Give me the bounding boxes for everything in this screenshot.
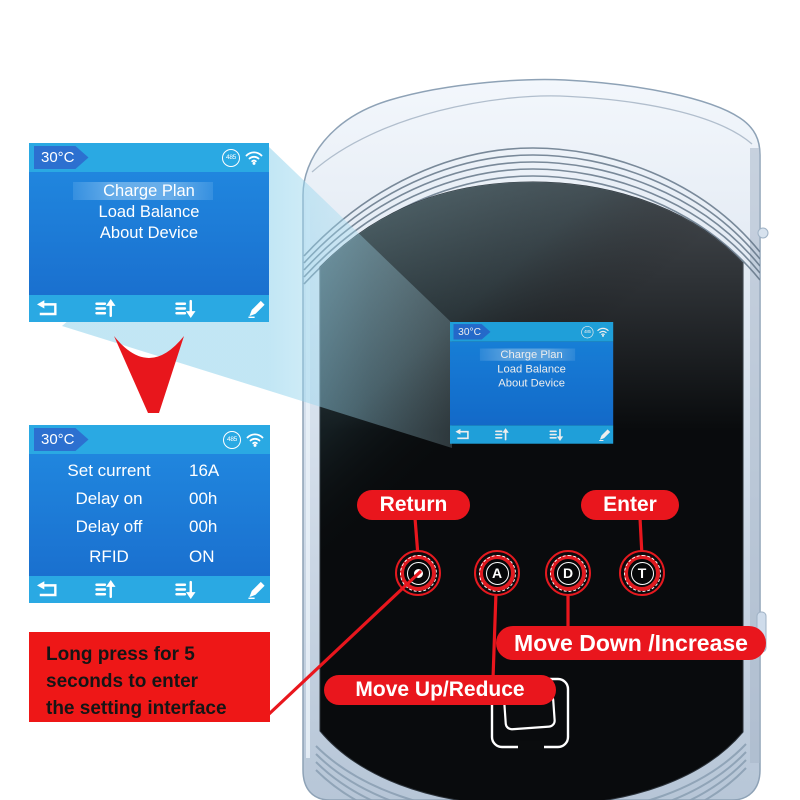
menu-item-charge-plan[interactable]: Charge Plan — [500, 348, 563, 361]
red-down-arrow — [114, 336, 184, 413]
temperature-tag: 30°C — [453, 324, 491, 340]
screen-toolbar — [29, 576, 270, 603]
scroll-down-icon[interactable] — [175, 580, 197, 599]
menu-item-about-device[interactable]: About Device — [498, 377, 565, 390]
edit-icon[interactable] — [246, 299, 268, 318]
long-press-note: Long press for 5 seconds to enter the se… — [29, 632, 270, 722]
move-up-callout: Move Up/Reduce — [324, 675, 556, 705]
temperature-tag: 30°C — [34, 428, 89, 451]
bottom-groove-lines — [315, 743, 747, 800]
key-d-button[interactable]: D — [545, 550, 591, 596]
selected-item-highlight — [479, 348, 576, 361]
485-badge: 485 — [581, 325, 594, 338]
wifi-icon — [597, 327, 609, 337]
menu-item-load-balance[interactable]: Load Balance — [98, 203, 200, 221]
back-icon[interactable] — [455, 428, 470, 441]
side-button-nub[interactable] — [757, 227, 769, 239]
header-status-icons: 485 — [581, 322, 609, 342]
wifi-icon — [245, 151, 263, 165]
menu-item-load-balance[interactable]: Load Balance — [497, 362, 566, 376]
setting-row-delay-off[interactable]: Delay off 00h — [75, 517, 218, 536]
selected-item-highlight — [73, 182, 213, 200]
temperature-tag: 30°C — [34, 146, 89, 169]
enter-callout: Enter — [581, 490, 679, 520]
move-down-callout: Move Down /Increase — [496, 626, 766, 660]
wifi-icon — [246, 433, 264, 447]
return-dot-icon — [413, 568, 423, 578]
menu-item-about-device[interactable]: About Device — [99, 224, 199, 242]
back-icon[interactable] — [37, 580, 59, 599]
screen-header: 30°C 485 — [450, 322, 614, 342]
settings-body: Set current 16A Delay on 00h Delay off 0… — [29, 454, 270, 576]
scroll-down-icon[interactable] — [175, 299, 197, 318]
scroll-up-icon[interactable] — [95, 299, 117, 318]
device-lcd-screen: 30°C 485 Charge Plan Load Balance About — [450, 322, 614, 444]
485-badge: 485 — [222, 148, 240, 167]
callout-connector-lines — [413, 516, 644, 681]
edit-icon[interactable] — [598, 428, 613, 441]
settings-screen: 30°C 485 Set current 16A — [29, 425, 270, 603]
menu-screen-large: 30°C 485 Charge Plan Load Balance About — [29, 143, 269, 322]
note-line-1: Long press for 5 — [46, 644, 195, 665]
return-callout: Return — [357, 490, 470, 520]
screen-toolbar — [450, 425, 614, 444]
note-line-2: seconds to enter — [46, 671, 199, 692]
menu-body: Charge Plan Load Balance About Device — [450, 341, 614, 426]
key-a-button[interactable]: A — [474, 550, 520, 596]
key-d-label: D — [556, 561, 580, 585]
screen-toolbar — [29, 295, 269, 322]
header-status-icons: 485 — [223, 425, 264, 454]
menu-item-charge-plan[interactable]: Charge Plan — [103, 182, 195, 200]
screen-header: 30°C 485 — [29, 143, 269, 172]
menu-body: Charge Plan Load Balance About Device — [29, 172, 269, 295]
return-key-button[interactable] — [395, 550, 441, 596]
scroll-up-icon[interactable] — [95, 580, 117, 599]
setting-row-current[interactable]: Set current 16A — [67, 461, 220, 480]
key-t-button[interactable]: T — [619, 550, 665, 596]
setting-row-rfid[interactable]: RFID ON — [89, 547, 215, 566]
485-badge: 485 — [223, 430, 241, 449]
screen-header: 30°C 485 — [29, 425, 270, 454]
back-icon[interactable] — [37, 299, 59, 318]
key-a-label: A — [485, 561, 509, 585]
note-line-3: the setting interface — [46, 698, 227, 719]
scroll-up-icon[interactable] — [495, 428, 510, 441]
header-status-icons: 485 — [222, 143, 263, 172]
edit-icon[interactable] — [246, 580, 268, 599]
key-t-label: T — [630, 561, 654, 585]
scroll-down-icon[interactable] — [549, 428, 564, 441]
setting-row-delay-on[interactable]: Delay on 00h — [75, 489, 218, 508]
